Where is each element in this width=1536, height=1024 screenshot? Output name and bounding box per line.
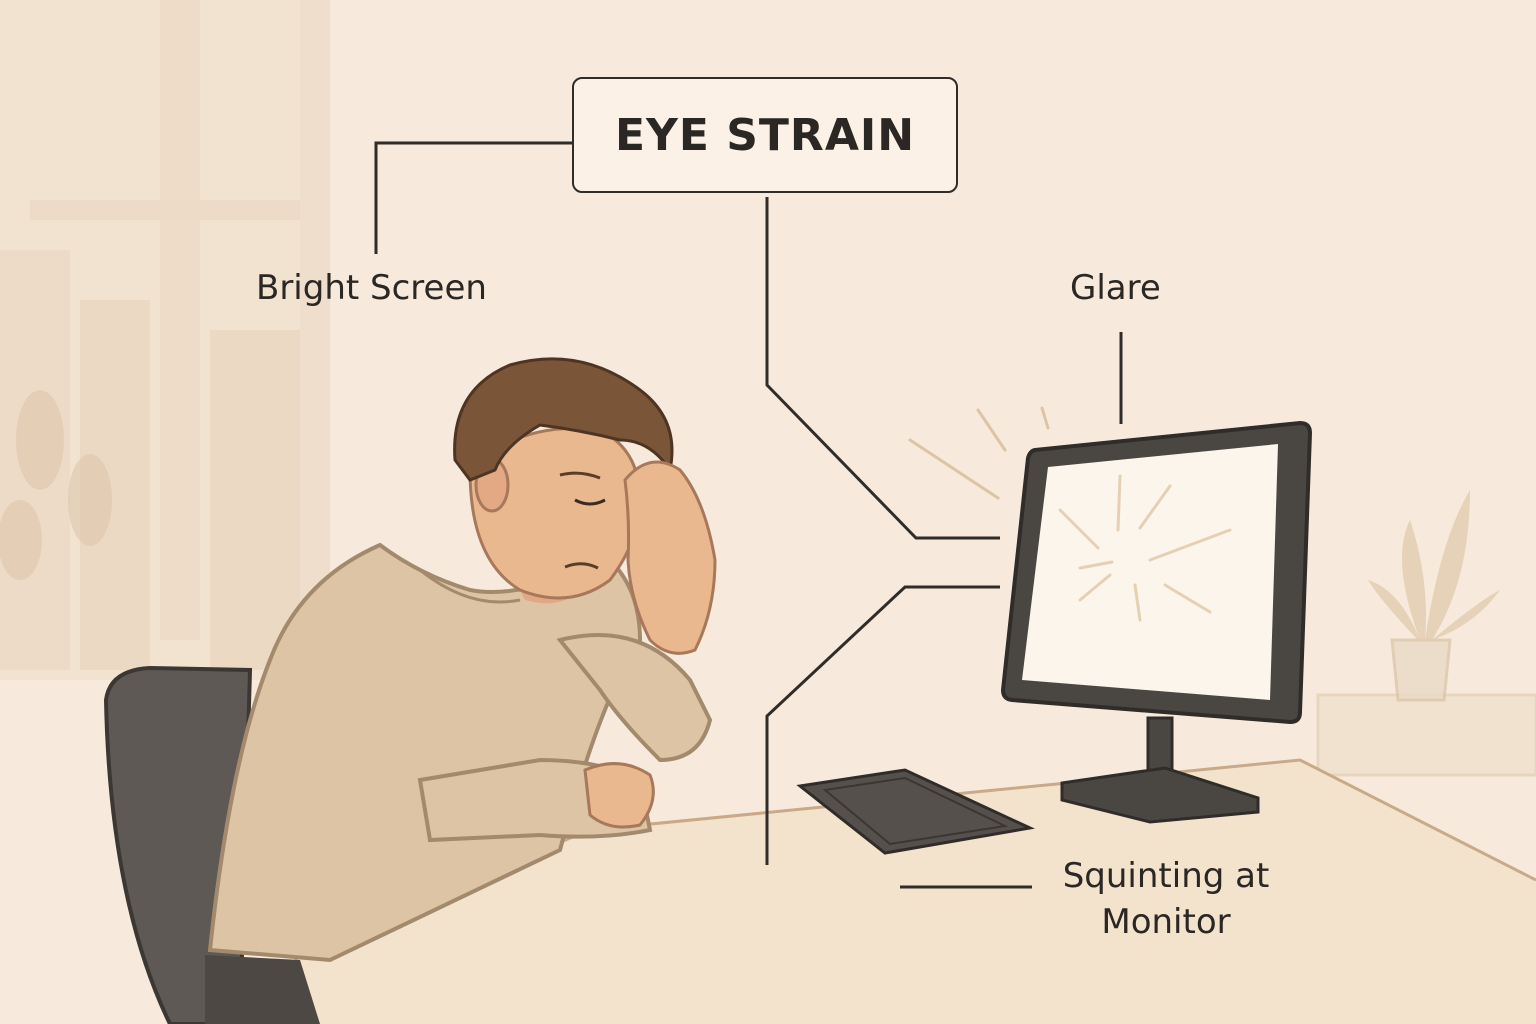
center-connector — [765, 197, 1000, 540]
background-window — [0, 0, 330, 680]
outer-glare-rays — [908, 406, 1050, 500]
screen-glare-rays — [1058, 474, 1232, 622]
squint-connector — [765, 585, 1000, 865]
eye-strain-title: EYE STRAIN — [572, 77, 958, 193]
glare-label: Glare — [1070, 268, 1161, 308]
connector-lines — [374, 141, 1123, 889]
bright-screen-label: Bright Screen — [256, 268, 487, 308]
background-cabinet — [1316, 693, 1536, 777]
person — [205, 357, 717, 1024]
background-plant-right — [1368, 490, 1500, 702]
background-plant-left — [0, 390, 112, 580]
bright-screen-connector — [374, 141, 572, 254]
squinting-label: Squinting at Monitor — [1062, 856, 1270, 942]
monitor — [1000, 420, 1313, 824]
keyboard — [796, 768, 1035, 855]
